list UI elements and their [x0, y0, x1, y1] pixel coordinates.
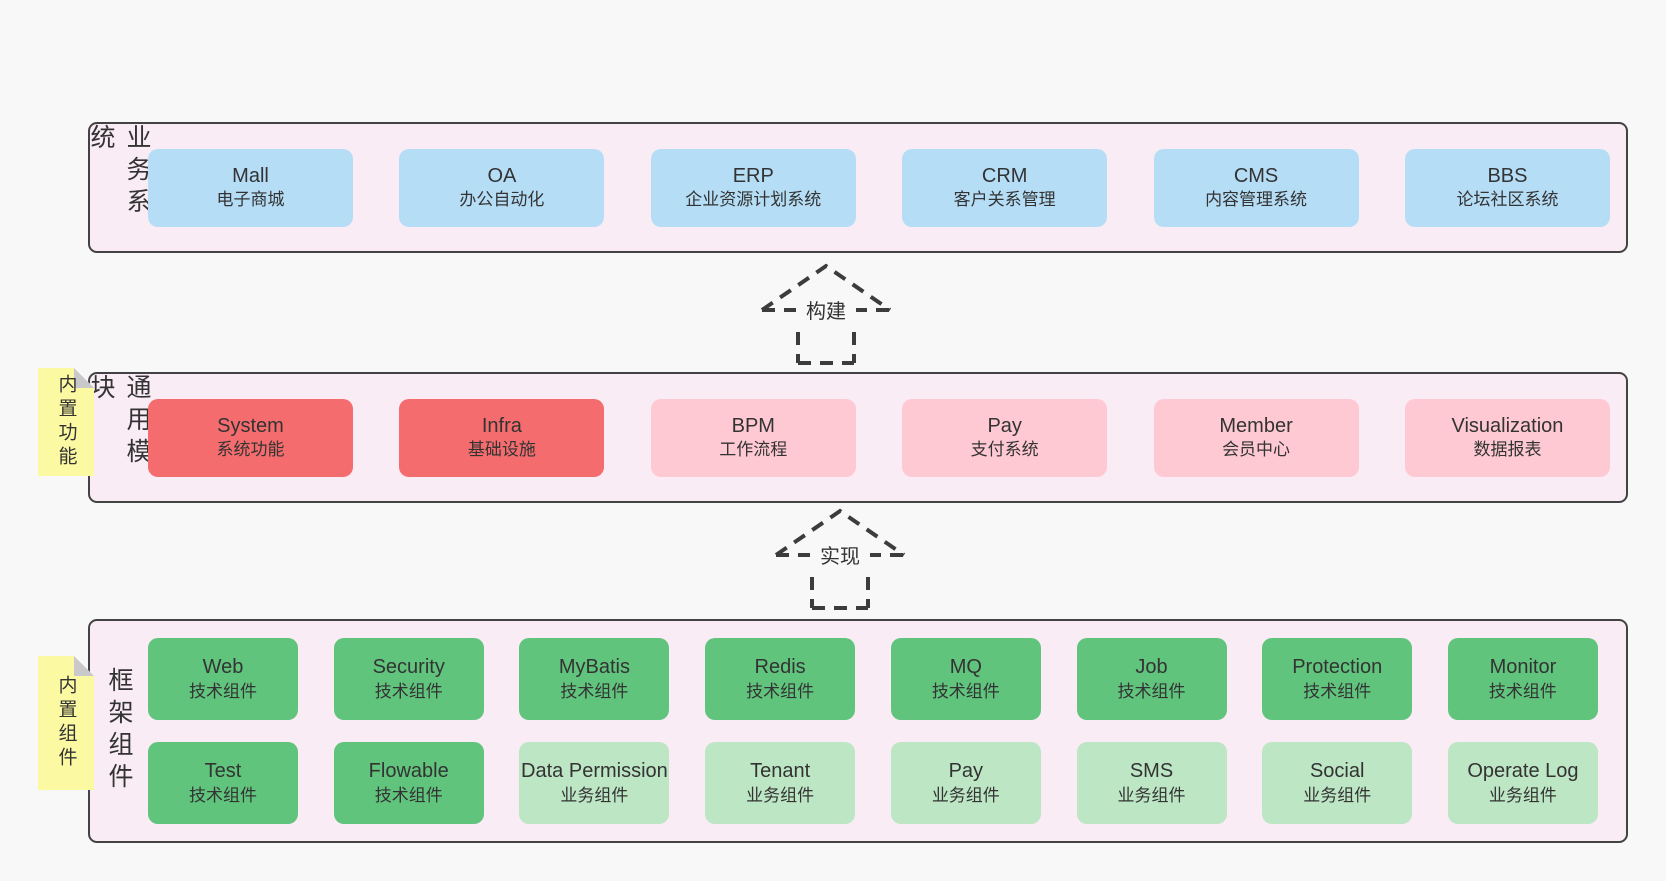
box-member: Member 会员中心 — [1153, 398, 1359, 477]
box-redis: Redis 技术组件 — [705, 638, 856, 720]
built-in-components-tag: 内置组件 — [38, 656, 94, 790]
box-cms: CMS 内容管理系统 — [1153, 148, 1359, 227]
box-security: Security 技术组件 — [333, 638, 484, 720]
box-operate-log: Operate Log 业务组件 — [1447, 742, 1598, 824]
box-oa: OA 办公自动化 — [399, 148, 605, 227]
box-monitor: Monitor 技术组件 — [1447, 638, 1598, 720]
framework-components-grid: Web 技术组件 Security 技术组件 MyBatis 技术组件 Redi… — [148, 621, 1626, 841]
implement-arrow-label: 实现 — [820, 545, 860, 568]
box-pay-module: Pay 支付系统 — [902, 398, 1108, 477]
built-in-features-tag: 内置功能 — [38, 368, 94, 476]
box-social: Social 业务组件 — [1262, 742, 1413, 824]
box-crm: CRM 客户关系管理 — [902, 148, 1108, 227]
box-tenant: Tenant 业务组件 — [705, 742, 856, 824]
box-mybatis: MyBatis 技术组件 — [519, 638, 670, 720]
build-arrow-icon: 构建 — [760, 263, 892, 365]
box-flowable: Flowable 技术组件 — [333, 742, 484, 824]
common-modules-panel: 通用模块 System 系统功能 Infra 基础设施 BPM 工作流程 Pay… — [87, 372, 1628, 503]
business-systems-label: 业务系统 — [87, 124, 151, 220]
box-infra: Infra 基础设施 — [399, 398, 605, 477]
implement-arrow-icon: 实现 — [774, 508, 906, 610]
box-job: Job 技术组件 — [1076, 638, 1227, 720]
box-sms: SMS 业务组件 — [1076, 742, 1227, 824]
common-modules-label: 通用模块 — [87, 374, 151, 470]
box-erp: ERP 企业资源计划系统 — [650, 148, 856, 227]
box-bpm: BPM 工作流程 — [650, 398, 856, 477]
biz-components-row: Test 技术组件 Flowable 技术组件 Data Permission … — [148, 742, 1598, 824]
box-bbs: BBS 论坛社区系统 — [1404, 148, 1610, 227]
box-mq: MQ 技术组件 — [890, 638, 1041, 720]
business-systems-panel: 业务系统 Mall 电子商城 OA 办公自动化 ERP 企业资源计划系统 CRM… — [87, 122, 1628, 253]
box-data-permission: Data Permission 业务组件 — [519, 742, 670, 824]
box-mall: Mall 电子商城 — [148, 148, 353, 227]
built-in-features-tag-label: 内置功能 — [55, 374, 77, 470]
sticky-note-paper — [38, 656, 94, 790]
build-arrow-label: 构建 — [806, 300, 846, 323]
box-pay-component: Pay 业务组件 — [890, 742, 1041, 824]
box-protection: Protection 技术组件 — [1262, 638, 1413, 720]
framework-components-label: 框架组件 — [105, 667, 133, 795]
box-visualization: Visualization 数据报表 — [1404, 398, 1610, 477]
business-systems-boxes: Mall 电子商城 OA 办公自动化 ERP 企业资源计划系统 CRM 客户关系… — [148, 124, 1626, 251]
box-system: System 系统功能 — [148, 398, 353, 477]
framework-components-panel: 框架组件 Web 技术组件 Security 技术组件 MyBatis 技术组件… — [88, 619, 1628, 843]
box-test: Test 技术组件 — [148, 742, 298, 824]
common-modules-boxes: System 系统功能 Infra 基础设施 BPM 工作流程 Pay 支付系统… — [148, 374, 1626, 501]
box-web: Web 技术组件 — [148, 638, 298, 720]
built-in-components-tag-label: 内置组件 — [55, 675, 77, 771]
tech-components-row: Web 技术组件 Security 技术组件 MyBatis 技术组件 Redi… — [148, 638, 1598, 720]
